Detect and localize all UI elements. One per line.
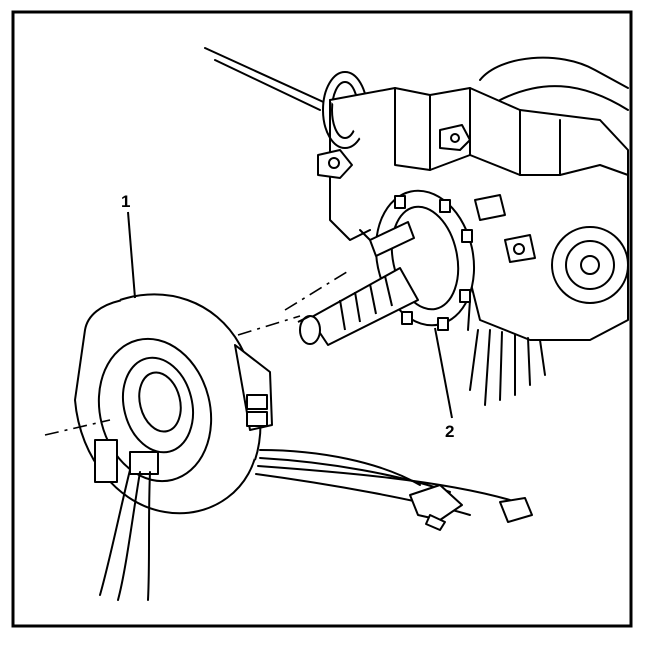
callout-1-label: 1 [121,192,130,211]
callout-2-label: 2 [445,422,454,441]
steering-shaft [297,189,476,346]
steering-column-housing [204,47,629,406]
callout-1-leader [127,211,136,299]
clockspring-coil [74,293,273,515]
harness-connectors [409,484,533,531]
callout-2: 2 [434,327,454,441]
callout-1: 1 [121,192,136,299]
alignment-lines [44,269,351,436]
callout-2-leader [434,327,453,419]
